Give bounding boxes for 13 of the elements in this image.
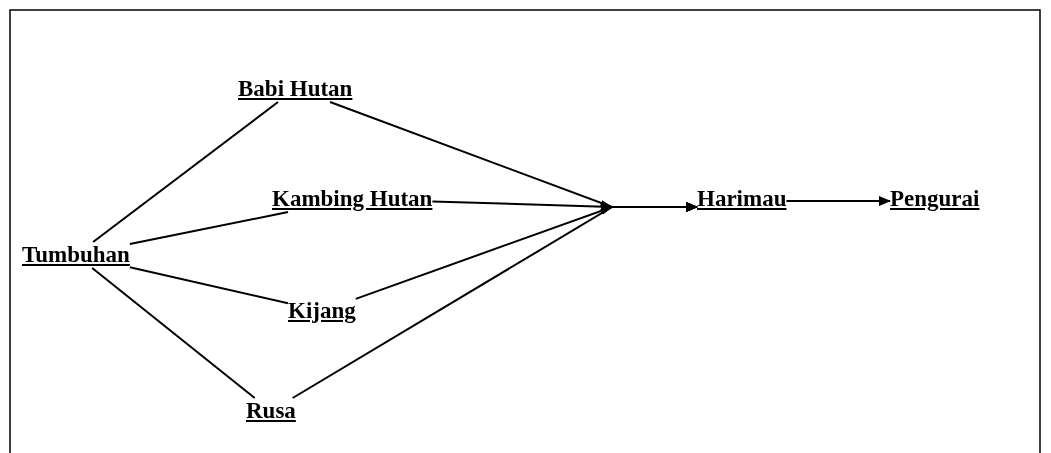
connector-line bbox=[92, 101, 280, 243]
food-chain-label: Kijang bbox=[288, 298, 356, 324]
arrow bbox=[291, 202, 698, 399]
arrow bbox=[785, 196, 891, 206]
connector-line bbox=[128, 266, 289, 305]
food-chain-label: Pengurai bbox=[890, 186, 980, 212]
connector-line bbox=[128, 211, 290, 246]
food-chain-label: Tumbuhan bbox=[22, 242, 130, 268]
food-chain-label: Rusa bbox=[246, 398, 296, 424]
food-chain-label: Harimau bbox=[697, 186, 787, 212]
connector-line bbox=[91, 267, 256, 399]
food-chain-label: Babi Hutan bbox=[238, 76, 353, 102]
food-chain-label: Kambing Hutan bbox=[272, 186, 433, 212]
